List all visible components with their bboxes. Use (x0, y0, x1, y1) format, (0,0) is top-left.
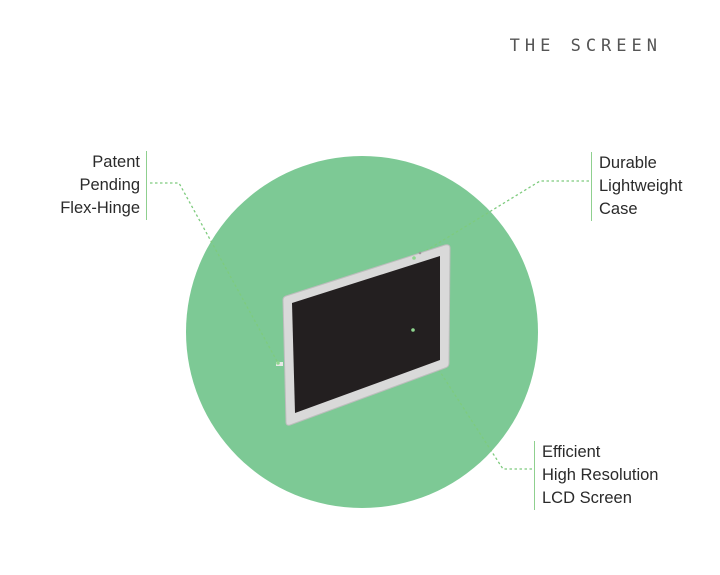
flex-hinge (276, 362, 283, 366)
callout-line: Efficient (542, 443, 601, 461)
anchor-hinge (276, 361, 280, 365)
tablet-device (276, 244, 451, 426)
callout-line: Flex-Hinge (60, 199, 140, 217)
callout-line: LCD Screen (542, 489, 632, 507)
callout-line: Lightweight (599, 177, 683, 195)
callout-line: Durable (599, 154, 657, 172)
leader-line-hinge (150, 182, 279, 364)
callout-case: Durable Lightweight Case (591, 152, 682, 221)
callout-line: Pending (79, 176, 140, 194)
callout-line: Patent (92, 153, 140, 171)
camera-dot (418, 251, 422, 255)
leader-line-case (413, 180, 589, 259)
callout-flex-hinge: Patent Pending Flex-Hinge (60, 151, 147, 220)
anchor-screen (411, 328, 415, 332)
page-title: THE SCREEN (509, 36, 662, 56)
anchor-case (412, 256, 416, 260)
callout-line: Case (599, 200, 638, 218)
callout-lcd-screen: Efficient High Resolution LCD Screen (534, 441, 658, 510)
tablet-screen (292, 256, 440, 413)
callout-line: High Resolution (542, 466, 659, 484)
